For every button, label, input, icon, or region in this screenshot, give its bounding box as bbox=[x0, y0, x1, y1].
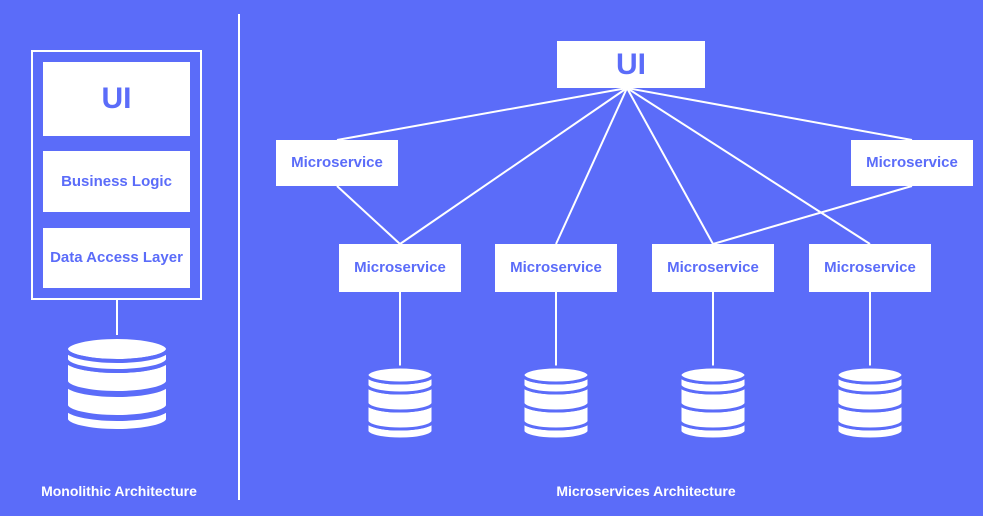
microservice-box-top-left: Microservice bbox=[276, 140, 398, 186]
microservices-ui-box: UI bbox=[557, 41, 705, 88]
microservice-box-top-right: Microservice bbox=[851, 140, 973, 186]
microservice-box-4: Microservice bbox=[809, 244, 931, 292]
connector-ui-ms-3 bbox=[626, 87, 714, 245]
microservice-1-database-icon bbox=[365, 365, 435, 441]
monolith-ui-layer: UI bbox=[43, 62, 190, 136]
monolithic-architecture-caption: Monolithic Architecture bbox=[41, 483, 197, 499]
microservice-3-database-icon bbox=[678, 365, 748, 441]
microservice-4-database-icon bbox=[835, 365, 905, 441]
microservice-box-2: Microservice bbox=[495, 244, 617, 292]
microservices-architecture-caption: Microservices Architecture bbox=[556, 483, 736, 499]
connector-topright-ms-3 bbox=[712, 185, 913, 245]
connector-ui-ms-4 bbox=[626, 87, 871, 245]
connector-ui-ms-2 bbox=[555, 87, 628, 245]
monolith-business-logic-layer: Business Logic bbox=[43, 151, 190, 212]
microservice-2-database-icon bbox=[521, 365, 591, 441]
connector-topleft-ms-1 bbox=[336, 185, 401, 245]
microservice-box-1: Microservice bbox=[339, 244, 461, 292]
connector-ui-ms-topright bbox=[626, 87, 913, 141]
connector-ui-ms-1 bbox=[399, 87, 628, 245]
microservice-box-3: Microservice bbox=[652, 244, 774, 292]
monolith-container bbox=[31, 50, 202, 300]
monolith-database-icon bbox=[64, 335, 170, 433]
monolith-data-access-layer: Data Access Layer bbox=[43, 228, 190, 288]
section-divider bbox=[238, 14, 240, 500]
connector-ui-ms-topleft bbox=[336, 87, 628, 141]
